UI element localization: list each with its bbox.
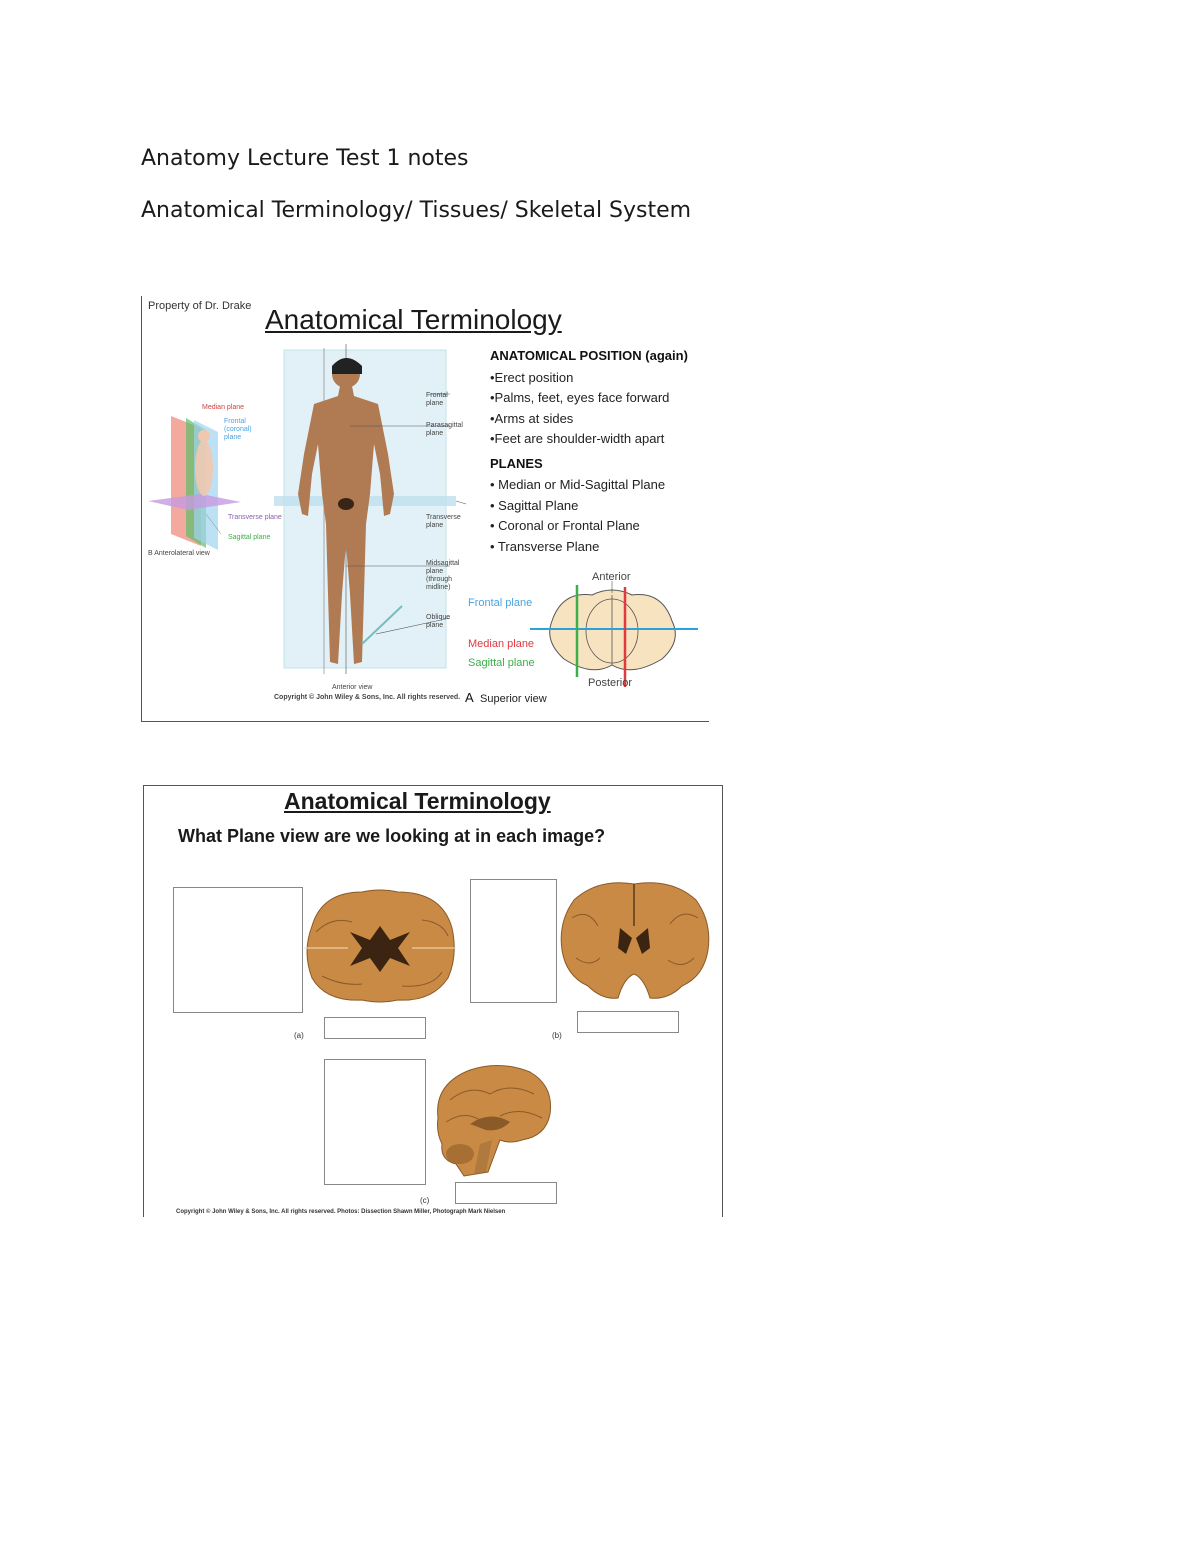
wiley-copyright-label: Copyright © John Wiley & Sons, Inc. All … <box>274 694 461 701</box>
transverse-plane-label: Transverse plane <box>426 514 461 529</box>
anterior-view-label: Anterior view <box>332 684 373 691</box>
posterior-label: Posterior <box>588 677 633 689</box>
body-planes-figure <box>274 344 467 674</box>
frontal-plane-label: Frontal plane <box>426 392 448 407</box>
position-bullet: •Feet are shoulder-width apart <box>490 431 665 446</box>
anatomical-position-heading: ANATOMICAL POSITION (again) <box>490 348 688 363</box>
sagittal-plane-diagram-label: Sagittal plane <box>468 657 535 669</box>
answer-box-b-small[interactable] <box>577 1011 679 1033</box>
planes-heading: PLANES <box>490 456 543 471</box>
small-planes-figure <box>148 416 241 550</box>
slide-anatomical-position: Property of Dr. Drake Anatomical Termino… <box>141 296 709 722</box>
position-bullet: •Erect position <box>490 370 574 385</box>
small-median-label: Median plane <box>202 404 245 411</box>
answer-box-a-large[interactable] <box>173 887 303 1013</box>
planes-bullet: • Transverse Plane <box>490 539 600 554</box>
oblique-plane-label: Oblique plane <box>426 614 451 629</box>
answer-box-c-small[interactable] <box>455 1182 557 1204</box>
brain-transverse-image <box>304 889 456 1003</box>
slide2-copyright: Copyright © John Wiley & Sons, Inc. All … <box>176 1209 506 1215</box>
answer-box-c-large[interactable] <box>324 1059 426 1185</box>
quiz-question: What Plane view are we looking at in eac… <box>178 826 606 846</box>
parasagittal-plane-label: Parasagittal plane <box>426 422 463 437</box>
property-label: Property of Dr. Drake <box>148 300 252 312</box>
document-subtitle: Anatomical Terminology/ Tissues/ Skeleta… <box>141 198 692 223</box>
answer-box-b-large[interactable] <box>470 879 557 1003</box>
slide1-title: Anatomical Terminology <box>265 304 562 335</box>
median-plane-diagram-label: Median plane <box>468 638 535 650</box>
caption-c: (c) <box>420 1196 430 1205</box>
caption-b: (b) <box>552 1031 562 1040</box>
small-transverse-label: Transverse plane <box>228 514 282 521</box>
superior-view-label: Superior view <box>480 693 547 705</box>
planes-bullet: • Median or Mid-Sagittal Plane <box>490 477 666 492</box>
small-sagittal-label: Sagittal plane <box>228 534 271 541</box>
position-bullet: •Arms at sides <box>490 411 574 426</box>
view-letter: A <box>465 690 474 705</box>
frontal-plane-diagram-label: Frontal plane <box>468 597 533 609</box>
small-coronal-label: Frontal (coronal) plane <box>224 418 252 441</box>
anterior-label: Anterior <box>592 571 631 583</box>
brain-sagittal-image <box>437 1065 552 1177</box>
answer-box-a-small[interactable] <box>324 1017 426 1039</box>
position-bullet: •Palms, feet, eyes face forward <box>490 390 670 405</box>
document-title: Anatomy Lecture Test 1 notes <box>141 146 469 171</box>
planes-bullet: • Sagittal Plane <box>490 498 579 513</box>
brain-coronal-image <box>560 882 710 999</box>
superior-view-diagram <box>530 581 698 687</box>
slide-plane-quiz: Anatomical Terminology What Plane view a… <box>143 785 723 1217</box>
small-view-label: B Anterolateral view <box>148 550 210 557</box>
planes-bullet: • Coronal or Frontal Plane <box>490 518 640 533</box>
midsagittal-plane-label: Midsagittal plane (through midline) <box>426 560 460 591</box>
slide2-title: Anatomical Terminology <box>284 788 551 814</box>
caption-a: (a) <box>294 1031 304 1040</box>
